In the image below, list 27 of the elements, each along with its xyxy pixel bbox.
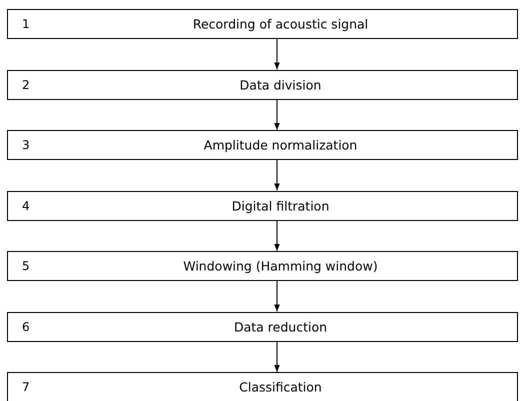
step-label: Windowing (Hamming window) <box>182 258 379 274</box>
arrow <box>274 160 280 191</box>
step-number: 3 <box>22 138 30 152</box>
step-label: Classification <box>238 380 323 394</box>
arrow <box>274 220 280 252</box>
process-box <box>7 251 518 281</box>
arrow <box>274 280 280 312</box>
process-box <box>7 70 518 100</box>
arrow <box>274 341 280 372</box>
process-box <box>7 190 518 220</box>
step-label: Data reduction <box>232 319 328 334</box>
process-box <box>7 312 518 342</box>
step-label: Digital filtration <box>230 198 330 213</box>
process-box <box>7 130 518 160</box>
step-label: Recording of acoustic signal <box>192 16 370 32</box>
step-number: 7 <box>22 380 30 394</box>
arrow <box>274 99 280 130</box>
step-label: Amplitude normalization <box>202 138 358 152</box>
step-number: 2 <box>22 78 30 92</box>
step-number: 6 <box>22 320 30 334</box>
process-box <box>7 372 518 401</box>
process-box <box>7 9 518 39</box>
step-number: 1 <box>22 17 30 31</box>
step-label: Data division <box>238 77 322 92</box>
step-number: 4 <box>22 198 30 212</box>
step-number: 5 <box>22 259 30 273</box>
arrow <box>274 38 280 70</box>
